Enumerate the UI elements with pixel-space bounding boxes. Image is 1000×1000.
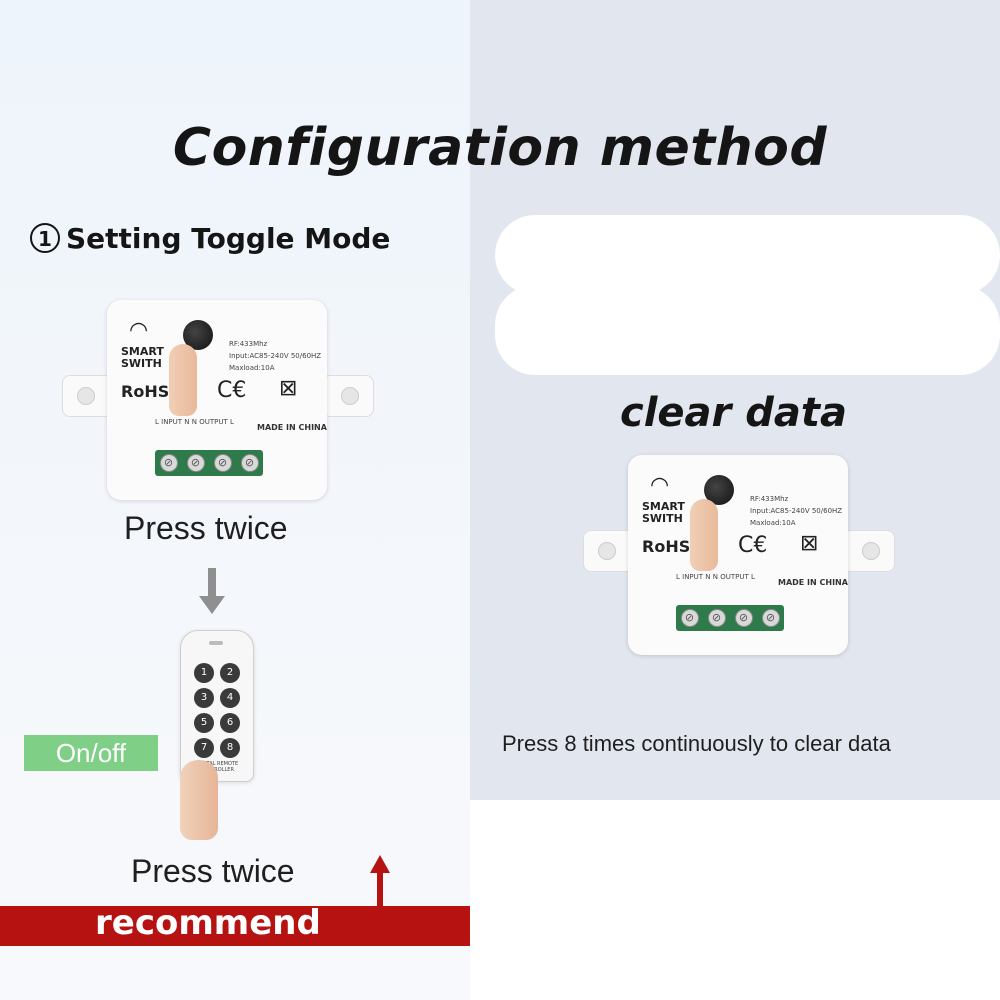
onoff-badge: On/off	[24, 735, 158, 771]
weee-bin-icon: ⊠	[279, 376, 298, 401]
remote-key[interactable]: 5	[194, 713, 214, 733]
arrow-down-icon	[199, 568, 225, 616]
mount-tab	[843, 530, 895, 572]
weee-bin-icon: ⊠	[800, 531, 819, 556]
ce-mark: C€	[738, 533, 768, 558]
right-panel-bottom	[470, 800, 1000, 1000]
terminal-block: ⊘ ⊘ ⊘ ⊘	[676, 605, 784, 631]
finger-icon	[690, 499, 718, 571]
mount-hole	[862, 542, 880, 560]
remote-key[interactable]: 7	[194, 738, 214, 758]
screw-icon: ⊘	[213, 454, 232, 472]
recommend-label: recommend	[95, 903, 321, 943]
remote-label: DIGITAL REMOTE CONTROLLER	[195, 761, 239, 773]
remote-key[interactable]: 2	[220, 663, 240, 683]
remote-led	[209, 641, 223, 645]
remote-key[interactable]: 4	[220, 688, 240, 708]
mount-tab	[322, 375, 374, 417]
screw-icon: ⊘	[761, 609, 780, 627]
finger-icon	[169, 344, 197, 416]
rohs-mark: RoHS	[642, 537, 691, 556]
clear-data-title: clear data	[620, 390, 847, 436]
terminal-block: ⊘ ⊘ ⊘ ⊘	[155, 450, 263, 476]
white-patch	[495, 215, 1000, 295]
mount-hole	[341, 387, 359, 405]
remote-key[interactable]: 1	[194, 663, 214, 683]
page-title: Configuration method	[172, 118, 828, 178]
screw-icon: ⊘	[680, 609, 699, 627]
step-title-text: Setting Toggle Mode	[66, 222, 391, 255]
wiring-label: L INPUT N N OUTPUT L	[676, 573, 755, 581]
white-patch	[495, 285, 1000, 375]
recommend-banner	[0, 906, 470, 946]
remote-key[interactable]: 8	[220, 738, 240, 758]
remote-key[interactable]: 3	[194, 688, 214, 708]
press-twice-caption-bottom: Press twice	[131, 853, 295, 889]
screw-icon: ⊘	[159, 454, 178, 472]
screw-icon: ⊘	[240, 454, 259, 472]
clear-data-caption: Press 8 times continuously to clear data	[502, 731, 891, 756]
mount-hole	[598, 542, 616, 560]
remote-control: 1 2 3 4 5 6 7 8 DIGITAL REMOTE CONTROLLE…	[180, 630, 254, 782]
press-twice-caption: Press twice	[124, 510, 288, 546]
made-in-label: MADE IN CHINA	[778, 578, 848, 587]
arrow-up-icon	[370, 855, 392, 907]
right-panel-background	[470, 0, 1000, 800]
rohs-mark: RoHS	[121, 382, 170, 401]
remote-key[interactable]: 6	[220, 713, 240, 733]
screw-icon: ⊘	[186, 454, 205, 472]
wiring-label: L INPUT N N OUTPUT L	[155, 418, 234, 426]
remote-keypad: 1 2 3 4 5 6 7 8	[194, 663, 242, 758]
ce-mark: C€	[217, 378, 247, 403]
left-panel-background	[0, 0, 470, 1000]
made-in-label: MADE IN CHINA	[257, 423, 327, 432]
finger-icon	[180, 760, 218, 840]
wifi-icon: ◠	[650, 473, 670, 498]
mount-hole	[77, 387, 95, 405]
mount-tab	[62, 375, 114, 417]
screw-icon: ⊘	[707, 609, 726, 627]
mount-tab	[583, 530, 635, 572]
screw-icon: ⊘	[734, 609, 753, 627]
step-number: 1	[30, 223, 60, 253]
wifi-icon: ◠	[129, 318, 149, 343]
